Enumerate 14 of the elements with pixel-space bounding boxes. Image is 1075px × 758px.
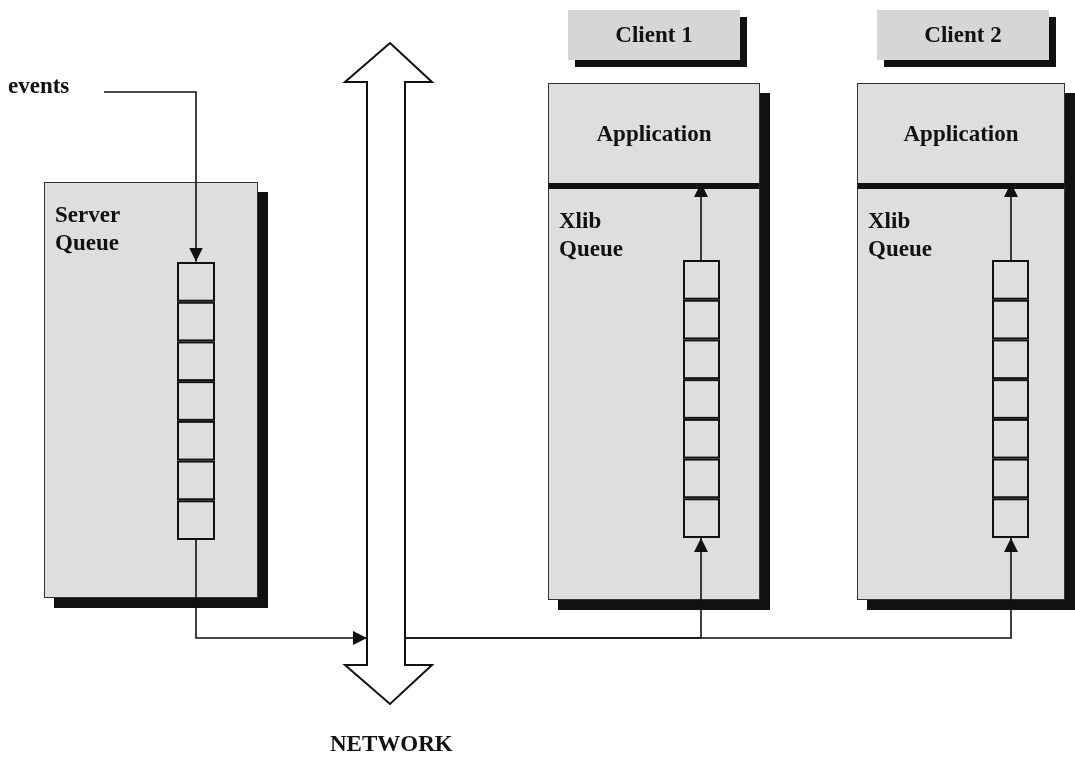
panel-title: Application: [903, 119, 1019, 148]
input-label: events: [8, 72, 104, 102]
panel-title: Application: [596, 119, 712, 148]
queue-stack: [176, 261, 215, 540]
panel-title: Client 2: [924, 21, 1002, 49]
arrow: [103, 91, 203, 263]
queue-stack: [991, 260, 1029, 538]
arrow: [404, 537, 1018, 639]
panel-title: Client 1: [615, 21, 693, 49]
panel-title: Server Queue: [55, 201, 121, 257]
arrow: [195, 538, 368, 645]
panel-title: Xlib Queue: [559, 207, 624, 263]
queue-stack: [682, 260, 720, 538]
panel-title: Xlib Queue: [868, 207, 933, 263]
